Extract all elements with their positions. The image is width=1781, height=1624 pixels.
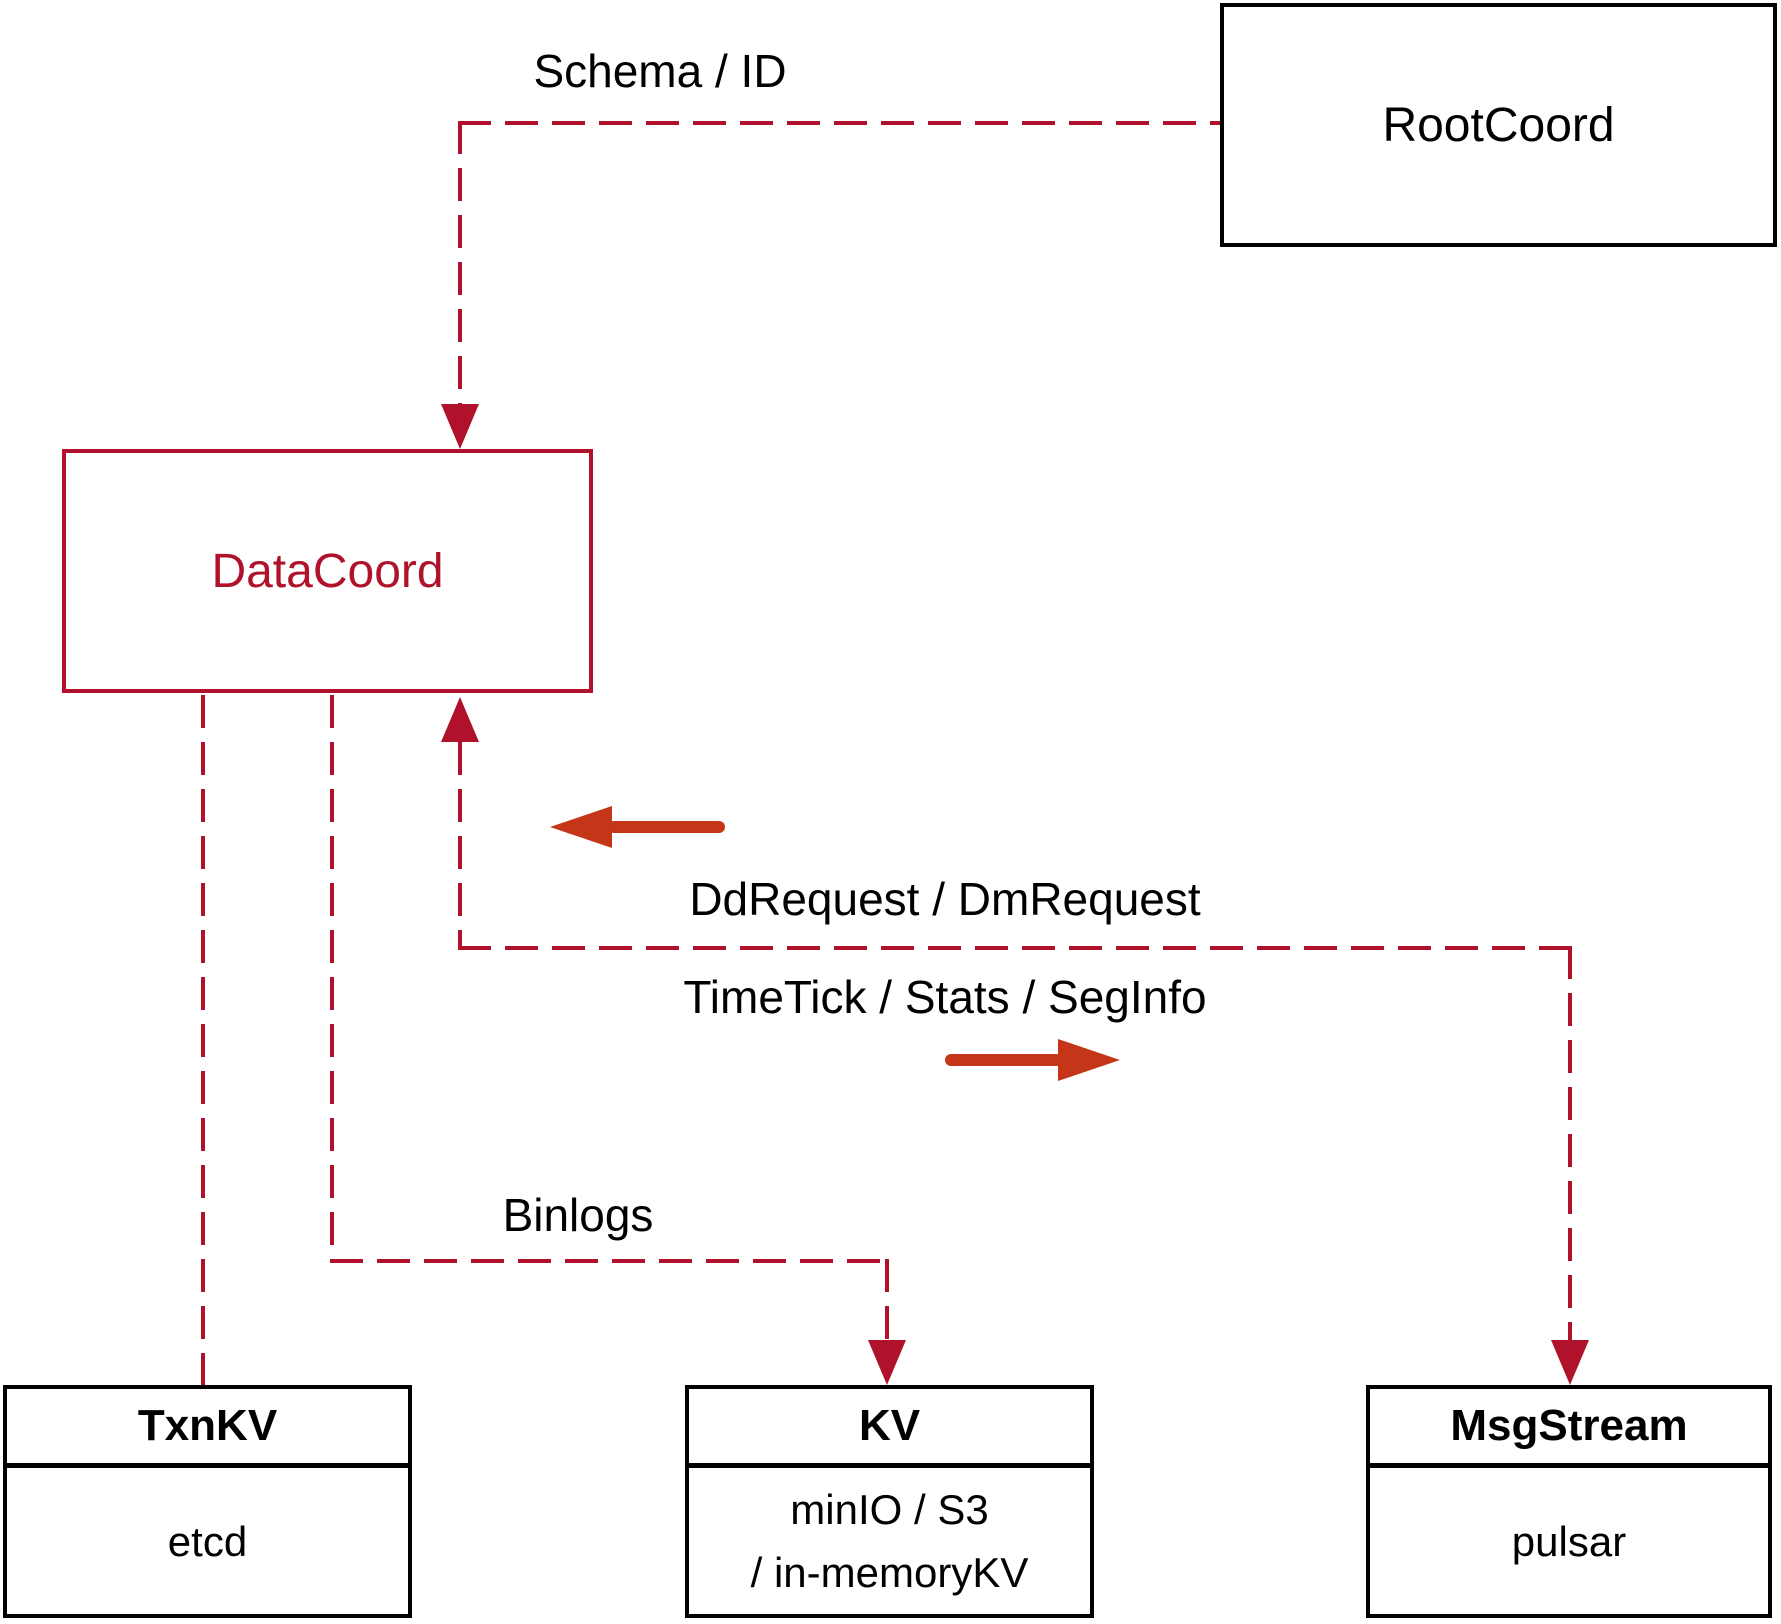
node-kv: KV minIO / S3 / in-memoryKV	[685, 1385, 1094, 1618]
edge-ddrequest-vertical-left	[458, 742, 462, 950]
edge-schema-id-vertical	[458, 121, 462, 405]
edge-ddrequest-horizontal	[458, 946, 1572, 950]
edge-label-ddrequest: DdRequest / DmRequest	[689, 873, 1201, 925]
node-rootcoord-label: RootCoord	[1382, 98, 1615, 152]
node-datacoord-label: DataCoord	[211, 544, 444, 598]
node-msgstream: MsgStream pulsar	[1366, 1385, 1772, 1618]
edge-label-schema-id: Schema / ID	[533, 45, 787, 97]
edge-label-timetick: TimeTick / Stats / SegInfo	[683, 971, 1207, 1023]
edge-binlogs-vertical-right	[885, 1259, 889, 1340]
node-datacoord: DataCoord	[62, 449, 593, 693]
arrowhead-into-kv-top	[868, 1340, 906, 1385]
edge-binlogs-horizontal	[330, 1259, 889, 1263]
node-msgstream-title: MsgStream	[1370, 1389, 1768, 1468]
edge-schema-id-horizontal	[458, 121, 1220, 125]
thick-arrow-left-icon	[550, 806, 612, 848]
node-txnkv: TxnKV etcd	[3, 1385, 412, 1618]
node-txnkv-title: TxnKV	[7, 1389, 408, 1468]
thick-arrow-left-tail	[608, 821, 725, 833]
node-rootcoord: RootCoord	[1220, 3, 1777, 247]
thick-arrow-right-tail	[945, 1054, 1062, 1066]
node-kv-body-line1: minIO / S3	[790, 1486, 989, 1533]
arrowhead-into-datacoord-top	[441, 404, 479, 449]
edge-label-binlogs: Binlogs	[502, 1189, 654, 1241]
thick-arrow-right-icon	[1058, 1039, 1120, 1081]
node-txnkv-body: etcd	[167, 1517, 248, 1565]
arrowhead-into-datacoord-bottom	[441, 697, 479, 742]
edge-binlogs-vertical-left	[330, 695, 334, 1263]
edge-ddrequest-vertical-right	[1568, 946, 1572, 1340]
node-kv-title: KV	[689, 1389, 1090, 1468]
edge-txnkv-vertical	[201, 695, 205, 1385]
node-kv-body-line2: / in-memoryKV	[750, 1549, 1029, 1596]
node-msgstream-body: pulsar	[1511, 1517, 1627, 1565]
arrowhead-into-msgstream-top	[1551, 1340, 1589, 1385]
